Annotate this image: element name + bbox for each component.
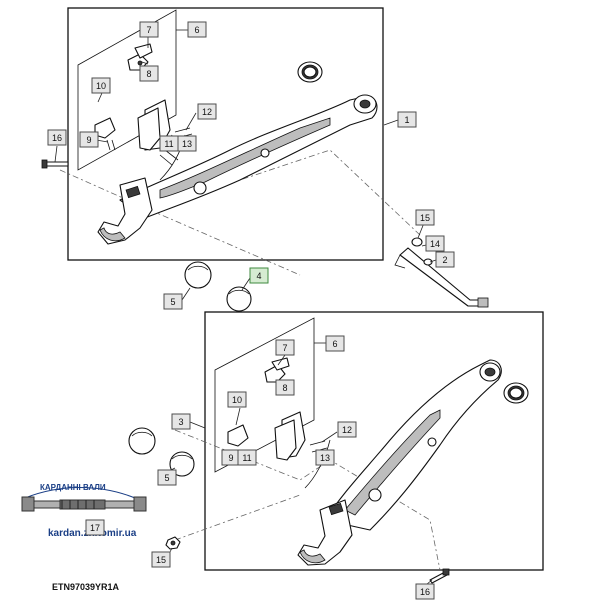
rod-assembly [394,237,489,308]
callout-13: 13 [177,135,197,152]
upper-centerline-2 [149,209,301,276]
callout-6: 6 [325,335,345,352]
callout-label: 9 [228,453,233,463]
callout-13: 13 [315,449,335,466]
callout-label: 1 [404,115,409,125]
callout-label: 2 [442,255,447,265]
callout-11: 11 [237,449,257,466]
callout-label: 15 [156,555,166,565]
callout-label: 12 [342,425,352,435]
callout-label: 6 [194,25,199,35]
callout-label: 6 [332,339,337,349]
callout-5: 5 [163,293,183,310]
callout-8: 8 [139,65,159,82]
watermark-logo: КАРДАННІ ВАЛИ kardan.zhitomir.ua [21,483,147,539]
ball-joint-parts-mid [184,261,252,312]
callout-label: 14 [430,239,440,249]
callout-16: 16 [415,583,435,600]
callout-label: 5 [170,297,175,307]
callout-3: 3 [171,413,191,430]
lower-link-arm-lower [297,359,502,566]
callout-label: 8 [282,383,287,393]
callout-1: 1 [397,111,417,128]
callout-15: 15 [151,551,171,568]
latch-parts-lower [264,357,290,383]
lower-assembly-frame [204,311,544,571]
callout-6: 6 [187,21,207,38]
callout-16: 16 [47,129,67,146]
callout-label: 17 [90,523,100,533]
figure-id: ETN97039YR1A [52,582,120,592]
callout-label: 10 [232,395,242,405]
callout-label: 7 [146,25,151,35]
callout-label: 16 [52,133,62,143]
pin-upper [41,159,69,169]
callout-label: 15 [420,213,430,223]
callout-label: 4 [256,271,261,281]
callout-label: 11 [242,453,251,463]
callout-9: 9 [221,449,241,466]
callout-label: 12 [202,107,212,117]
upper-centerline [59,149,421,236]
callout-14: 14 [425,235,445,252]
callout-5: 5 [157,469,177,486]
callout-label: 11 [164,139,173,149]
callout-2: 2 [435,251,455,268]
callout-labels: 6 7 8 10 12 16 9 11 13 1 15 142 4 5 6 7 8 10 3 12 9 11 13 5 17 15… [47,21,455,600]
nut-lower [165,536,181,550]
callout-label: 9 [86,135,91,145]
watermark-text: КАРДАННІ ВАЛИ [40,483,106,492]
callout-label: 13 [182,139,192,149]
latch-plates-lower [227,411,331,489]
callout-15: 15 [415,209,435,226]
callout-label: 7 [282,343,287,353]
callout-11: 11 [159,135,179,152]
lower-centerline-2 [174,494,301,541]
lower-inset-panel [214,317,315,473]
drive-shaft-icon [21,496,147,512]
callout-label: 13 [320,453,330,463]
bushing-ring-upper [297,61,323,83]
lower-link-arm-upper [97,94,378,245]
callout-7: 7 [139,21,159,38]
callout-label: 5 [164,473,169,483]
callout-label: 16 [420,587,430,597]
callout-7: 7 [275,339,295,356]
bushing-ring-lower [503,382,529,404]
callout-10: 10 [227,391,247,408]
callout-label: 3 [178,417,183,427]
callout-17: 17 [85,519,105,536]
callout-label: 10 [96,81,106,91]
callout-9: 9 [79,131,99,148]
callout-8: 8 [275,379,295,396]
callout-10: 10 [91,77,111,94]
callout-12: 12 [197,103,217,120]
callout-label: 8 [146,69,151,79]
callout-4: 4 [249,267,269,284]
pin-lower [429,568,450,584]
upper-assembly-frame [67,7,384,261]
callout-12: 12 [337,421,357,438]
ball-joint-parts-lower [128,427,195,477]
